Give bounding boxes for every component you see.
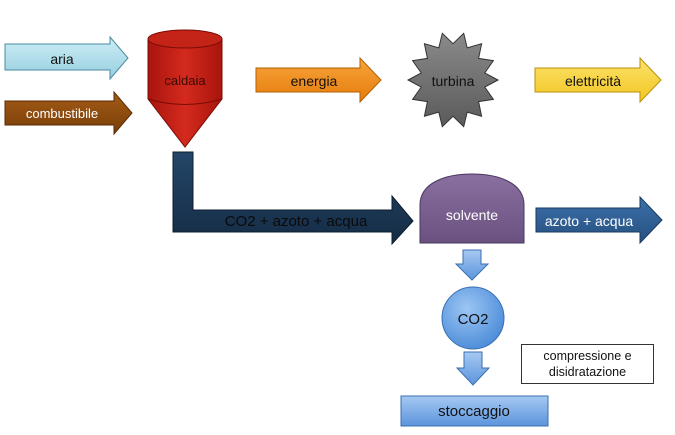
turbina-label: turbina	[432, 73, 475, 89]
flue-gas-arrow: CO2 + azoto + acqua	[172, 151, 414, 246]
compression-note: compressione e disidratazione	[521, 344, 654, 384]
azoto-acqua-arrow: azoto + acqua	[535, 195, 663, 245]
caldaia-label: caldaia	[164, 73, 206, 88]
elettricita-label: elettricità	[565, 73, 621, 89]
aria-label: aria	[50, 51, 74, 67]
co2-label: CO2	[458, 311, 489, 328]
down-arrow-co2-stoccaggio	[455, 351, 491, 386]
aria-arrow: aria	[4, 35, 129, 81]
energia-arrow: energia	[255, 56, 382, 104]
co2-node: CO2	[441, 286, 505, 350]
down-arrow-solvente-co2	[454, 249, 490, 281]
stoccaggio-box: stoccaggio	[400, 395, 549, 427]
combustibile-label: combustibile	[26, 106, 98, 121]
azoto-acqua-label: azoto + acqua	[545, 213, 634, 229]
solvente-label: solvente	[446, 207, 498, 223]
note-line-1: compressione e	[543, 349, 632, 363]
caldaia-boiler: caldaia	[147, 29, 223, 148]
solvente-vessel: solvente	[419, 173, 525, 244]
note-line-2: disidratazione	[548, 365, 627, 379]
energia-label: energia	[291, 73, 338, 89]
elettricita-arrow: elettricità	[534, 56, 662, 104]
stoccaggio-label: stoccaggio	[438, 403, 510, 420]
turbina-star: turbina	[406, 32, 500, 128]
combustibile-arrow: combustibile	[4, 90, 133, 136]
flue-gas-label: CO2 + azoto + acqua	[225, 213, 368, 230]
